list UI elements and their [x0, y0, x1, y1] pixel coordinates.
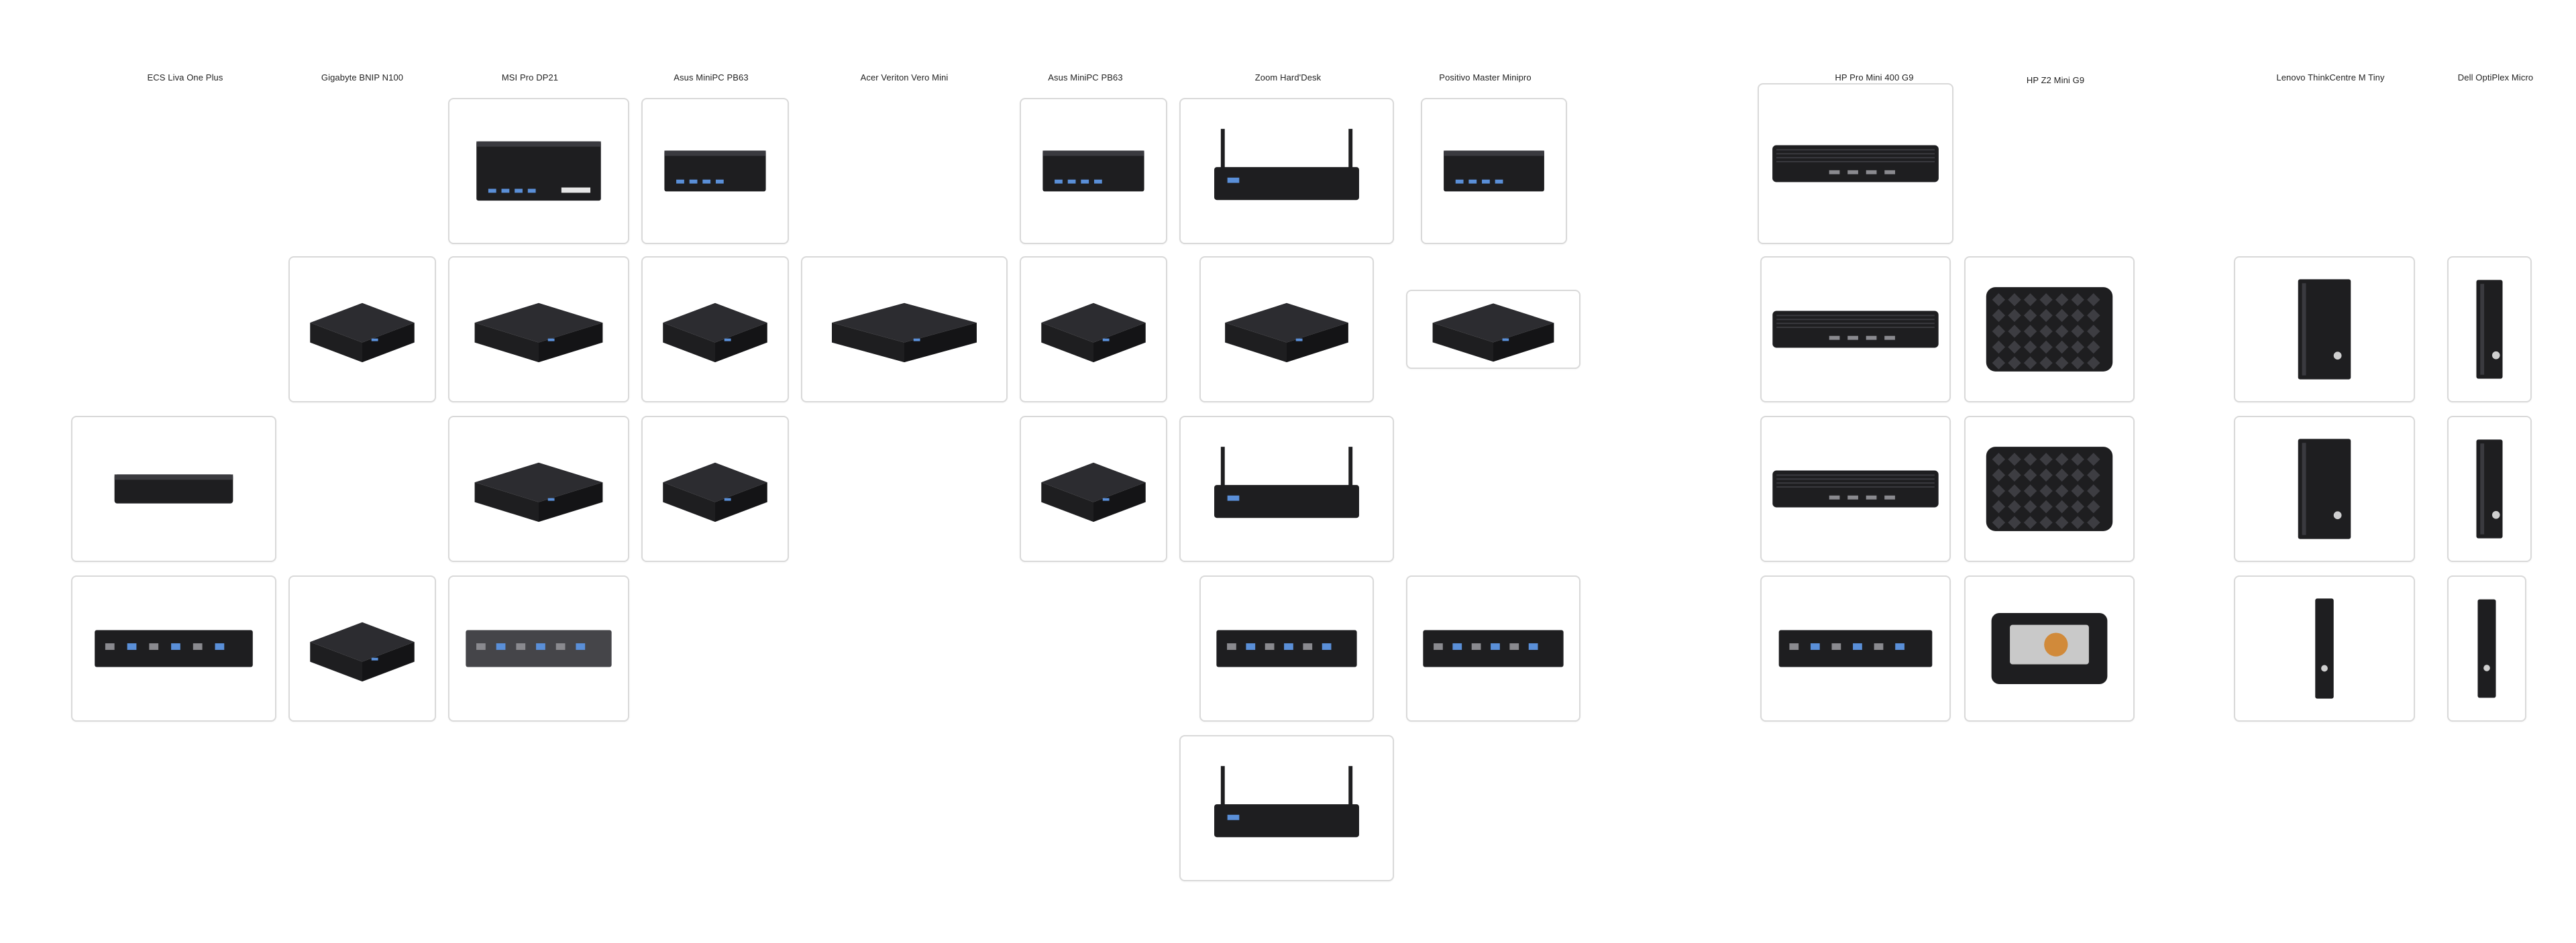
product-card-asus-pb63-a[interactable] [641, 416, 789, 562]
column-title-hp-pro-mini: HP Pro Mini 400 G9 [1835, 72, 1914, 82]
product-image [1772, 145, 1939, 182]
product-card-zoom-harddesk[interactable] [1179, 735, 1394, 881]
product-image [1042, 150, 1144, 192]
product-image [1991, 612, 2108, 685]
product-card-dell-optiplex[interactable] [2447, 575, 2526, 722]
product-card-hp-pro-mini[interactable] [1760, 416, 1951, 562]
column-title-positivo-master: Positivo Master Minipro [1439, 72, 1532, 82]
product-card-positivo-master[interactable] [1406, 290, 1580, 369]
product-card-hp-pro-mini[interactable] [1760, 256, 1951, 402]
product-card-asus-pb63-a[interactable] [641, 98, 789, 244]
product-image [1444, 150, 1544, 192]
column-title-msi-pro: MSI Pro DP21 [501, 72, 559, 82]
product-image [1432, 303, 1554, 362]
product-image [114, 474, 233, 504]
product-card-zoom-harddesk[interactable] [1199, 575, 1374, 722]
product-card-positivo-master[interactable] [1406, 575, 1580, 722]
product-image [2476, 439, 2503, 539]
product-card-asus-pb63-a[interactable] [641, 256, 789, 402]
column-title-hp-z2-mini: HP Z2 Mini G9 [2026, 75, 2085, 85]
product-image [1041, 462, 1146, 522]
product-image [663, 302, 767, 363]
product-card-lenovo-thinkcentre[interactable] [2234, 575, 2415, 722]
product-card-gigabyte-bnip[interactable] [288, 256, 436, 402]
product-image [832, 302, 977, 363]
product-image [1423, 630, 1564, 667]
product-image [1778, 630, 1933, 667]
product-card-gigabyte-bnip[interactable] [288, 575, 436, 722]
product-image [95, 630, 253, 667]
product-card-lenovo-thinkcentre[interactable] [2234, 416, 2415, 562]
product-card-hp-pro-mini[interactable] [1758, 83, 1953, 244]
product-card-dell-optiplex[interactable] [2447, 256, 2532, 402]
product-image [2476, 280, 2503, 379]
product-image [2477, 599, 2496, 698]
product-card-acer-veriton[interactable] [801, 256, 1008, 402]
product-image [664, 150, 766, 192]
product-card-zoom-harddesk[interactable] [1179, 98, 1394, 244]
product-image [1041, 302, 1146, 363]
product-card-asus-pb63-b[interactable] [1020, 416, 1167, 562]
column-title-asus-pb63-a: Asus MiniPC PB63 [674, 72, 749, 82]
product-image [1216, 630, 1357, 667]
column-title-asus-pb63-b: Asus MiniPC PB63 [1048, 72, 1123, 82]
product-image [1986, 287, 2113, 372]
column-title-dell-optiplex: Dell OptiPlex Micro [2457, 72, 2534, 82]
product-card-msi-pro[interactable] [448, 416, 629, 562]
product-image [2298, 279, 2351, 380]
column-title-ecs-liva: ECS Liva One Plus [147, 72, 223, 82]
product-image [310, 622, 415, 682]
product-card-zoom-harddesk[interactable] [1179, 416, 1394, 562]
column-title-zoom-harddesk: Zoom Hard'Desk [1254, 72, 1322, 82]
product-card-zoom-harddesk[interactable] [1199, 256, 1374, 402]
product-card-hp-z2-mini[interactable] [1964, 575, 2135, 722]
product-card-hp-pro-mini[interactable] [1760, 575, 1951, 722]
product-card-ecs-liva[interactable] [71, 575, 276, 722]
product-card-dell-optiplex[interactable] [2447, 416, 2532, 562]
product-card-asus-pb63-b[interactable] [1020, 256, 1167, 402]
product-image [474, 302, 603, 363]
product-image [474, 462, 603, 522]
product-image [466, 630, 612, 667]
product-image [1772, 470, 1939, 508]
product-image [1986, 447, 2113, 531]
product-image [1225, 302, 1348, 363]
product-image [1214, 447, 1359, 518]
product-card-hp-z2-mini[interactable] [1964, 416, 2135, 562]
product-image [310, 302, 415, 363]
product-card-hp-z2-mini[interactable] [1964, 256, 2135, 402]
product-image [1772, 311, 1939, 348]
column-title-lenovo-thinkcentre: Lenovo ThinkCentre M Tiny [2276, 72, 2385, 82]
product-image [2315, 598, 2334, 699]
product-card-lenovo-thinkcentre[interactable] [2234, 256, 2415, 402]
product-image [1214, 129, 1359, 201]
product-card-ecs-liva[interactable] [71, 416, 276, 562]
product-card-positivo-master[interactable] [1421, 98, 1567, 244]
column-title-gigabyte-bnip: Gigabyte BNIP N100 [321, 72, 404, 82]
product-card-msi-pro[interactable] [448, 98, 629, 244]
product-card-asus-pb63-b[interactable] [1020, 98, 1167, 244]
column-title-acer-veriton: Acer Veriton Vero Mini [860, 72, 949, 82]
product-image [2298, 439, 2351, 539]
product-image [476, 141, 601, 201]
product-card-msi-pro[interactable] [448, 575, 629, 722]
product-card-msi-pro[interactable] [448, 256, 629, 402]
product-image [663, 462, 767, 522]
product-image [1214, 766, 1359, 838]
